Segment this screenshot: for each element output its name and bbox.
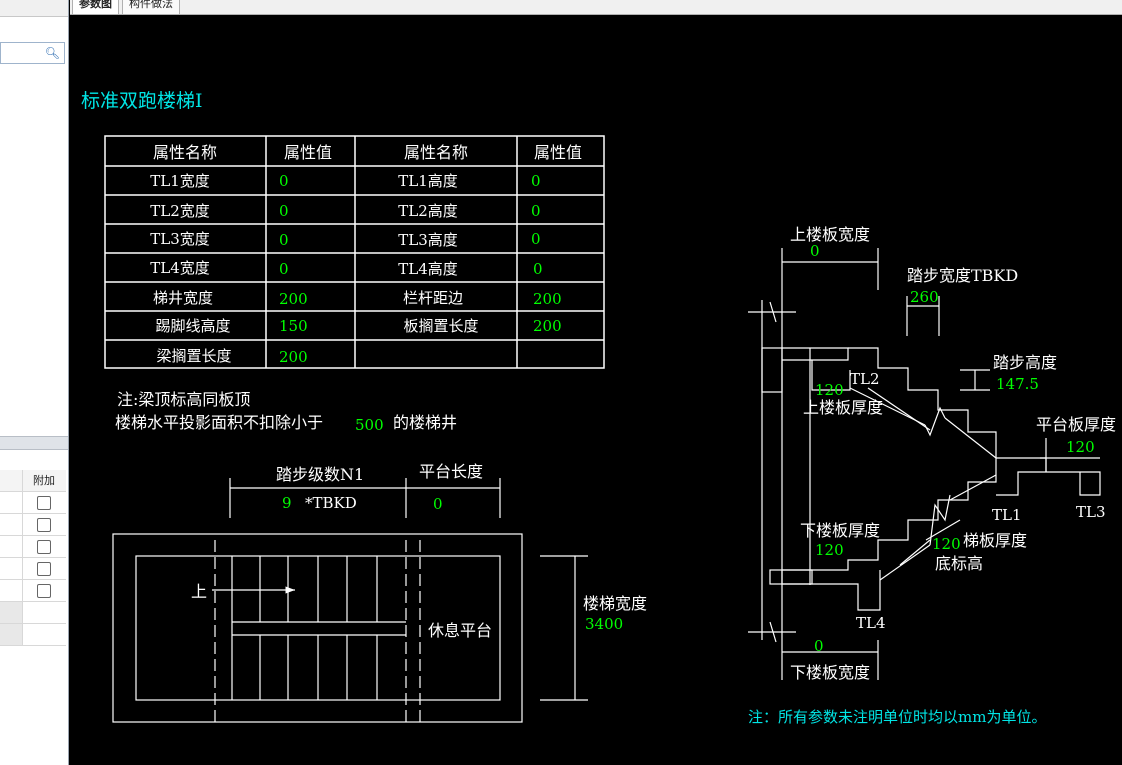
table-cell-value[interactable]: 200 — [533, 290, 562, 308]
platform-length-label: 平台长度 — [419, 462, 483, 481]
stair-width-label: 楼梯宽度 — [583, 594, 647, 613]
table-cell-name: TL4宽度 — [150, 259, 210, 277]
tl1-label: TL1 — [992, 506, 1022, 524]
left-toolbar-strip — [0, 0, 68, 17]
table-cell-name: TL3宽度 — [150, 230, 210, 248]
grid-row — [0, 580, 66, 602]
unit-note: 注：所有参数未注明单位时均以mm为单位。 — [748, 708, 1046, 726]
table-cell-value[interactable]: 0 — [279, 202, 289, 220]
upper-slab-thickness-value[interactable]: 120 — [815, 381, 844, 399]
table-cell-name: 梯井宽度 — [153, 289, 213, 307]
grid-row — [0, 492, 66, 514]
table-cell-value[interactable]: 0 — [533, 260, 543, 278]
section-labels: 上楼板宽度 0 踏步宽度TBKD 260 踏步高度 147.5 平台板厚度 12… — [790, 225, 1116, 682]
tl2-label: TL2 — [850, 370, 880, 388]
lower-slab-thickness-value[interactable]: 120 — [815, 541, 844, 559]
checkbox[interactable] — [37, 540, 51, 554]
steps-label: 踏步级数N1 — [276, 465, 364, 484]
checkbox[interactable] — [37, 562, 51, 576]
stair-section-view — [748, 248, 1101, 680]
steps-value[interactable]: 9 — [282, 494, 292, 512]
rest-platform-label: 休息平台 — [428, 621, 492, 640]
property-grid: 附加 — [0, 470, 66, 646]
table-cell-value[interactable]: 0 — [279, 260, 289, 278]
table-cell-value[interactable]: 0 — [531, 202, 541, 220]
grid-row — [0, 558, 66, 580]
table-cell-value[interactable]: 0 — [531, 172, 541, 190]
panel-splitter[interactable] — [0, 436, 68, 450]
header-attr-value-1: 属性值 — [284, 143, 332, 162]
checkbox[interactable] — [37, 584, 51, 598]
table-cell-value[interactable]: 200 — [279, 348, 308, 366]
header-attr-name-1: 属性名称 — [153, 143, 217, 162]
tl4-label: TL4 — [856, 614, 886, 632]
platform-length-value[interactable]: 0 — [433, 495, 443, 513]
table-cell-name: TL4高度 — [398, 260, 458, 278]
lower-slab-width-label: 下楼板宽度 — [790, 663, 870, 682]
stair-plan-view — [112, 478, 588, 723]
tab-component-method[interactable]: 构件做法 — [122, 0, 180, 15]
stair-slab-thickness-label: 梯板厚度 — [963, 531, 1027, 550]
platform-thickness-label: 平台板厚度 — [1036, 415, 1116, 434]
tl3-label: TL3 — [1076, 503, 1106, 521]
table-headers: 属性名称 属性值 属性名称 属性值 — [153, 143, 582, 162]
note-projection-value[interactable]: 500 — [355, 416, 384, 434]
table-cell-value[interactable]: 150 — [279, 317, 308, 335]
tab-bar: 参数图 构件做法 — [70, 0, 1122, 15]
grid-row — [0, 536, 66, 558]
lower-slab-width-value[interactable]: 0 — [814, 637, 824, 655]
note-projection-suffix: 的楼梯井 — [393, 413, 457, 432]
up-label: 上 — [191, 582, 207, 601]
table-cell-value[interactable]: 200 — [533, 317, 562, 335]
table-body: TL1宽度 0 TL1高度 0 TL2宽度 0 TL2高度 0 TL3宽度 0 … — [150, 172, 561, 366]
grid-row — [0, 624, 66, 646]
riser-height-value[interactable]: 147.5 — [996, 375, 1039, 393]
upper-slab-thickness-label: 上楼板厚度 — [803, 398, 883, 417]
stair-slab-thickness-value[interactable]: 120 — [932, 535, 961, 553]
checkbox[interactable] — [37, 496, 51, 510]
table-cell-name: TL2高度 — [398, 202, 458, 220]
table-cell-value[interactable]: 0 — [279, 172, 289, 190]
plan-labels: 踏步级数N1 9 *TBKD 平台长度 0 上 休息平台 楼梯宽度 3400 — [191, 462, 647, 640]
search-icon[interactable]: 🔍︎ — [44, 46, 60, 60]
stair-drawing: 标准双跑楼梯Ⅰ 属性名称 属性值 属性名称 属性值 TL1宽度 0 TL1高度 … — [81, 90, 1116, 726]
riser-height-label: 踏步高度 — [993, 353, 1057, 372]
grid-row — [0, 602, 66, 624]
table-cell-name: TL3高度 — [398, 231, 458, 249]
grid-row — [0, 514, 66, 536]
grid-header-row: 附加 — [0, 470, 66, 492]
table-cell-name: TL1宽度 — [150, 172, 210, 190]
header-attr-value-2: 属性值 — [534, 143, 582, 162]
note-projection-prefix: 楼梯水平投影面积不扣除小于 — [115, 413, 323, 432]
checkbox[interactable] — [37, 518, 51, 532]
col-additional-header: 附加 — [33, 474, 55, 487]
table-cell-value[interactable]: 0 — [531, 230, 541, 248]
search-input[interactable]: 🔍︎ — [0, 42, 65, 64]
table-cell-name: 踢脚线高度 — [155, 317, 230, 335]
table-cell-name: TL2宽度 — [150, 202, 210, 220]
header-attr-name-2: 属性名称 — [404, 143, 468, 162]
table-cell-name: 板搁置长度 — [403, 317, 478, 335]
left-panel: 🔍︎ 附加 — [0, 0, 69, 765]
tread-width-value[interactable]: 260 — [910, 288, 939, 306]
table-cell-value[interactable]: 200 — [279, 290, 308, 308]
table-cell-name: 梁搁置长度 — [156, 347, 231, 365]
stair-width-value[interactable]: 3400 — [585, 615, 623, 633]
table-cell-name: TL1高度 — [398, 172, 458, 190]
platform-thickness-value[interactable]: 120 — [1066, 438, 1095, 456]
table-cell-value[interactable]: 0 — [279, 231, 289, 249]
property-table — [104, 135, 605, 369]
upper-slab-width-label: 上楼板宽度 — [790, 225, 870, 244]
bottom-elevation-label: 底标高 — [935, 554, 983, 573]
upper-slab-width-value[interactable]: 0 — [810, 242, 820, 260]
steps-unit: *TBKD — [305, 494, 357, 512]
parameter-diagram-canvas: 标准双跑楼梯Ⅰ 属性名称 属性值 属性名称 属性值 TL1宽度 0 TL1高度 … — [70, 15, 1122, 765]
table-cell-name: 栏杆距边 — [403, 289, 463, 307]
tread-width-label: 踏步宽度TBKD — [907, 266, 1018, 285]
note-beam-top: 注:梁顶标高同板顶 — [117, 390, 250, 409]
lower-slab-thickness-label: 下楼板厚度 — [800, 521, 880, 540]
tab-parameter-diagram[interactable]: 参数图 — [72, 0, 119, 15]
drawing-title: 标准双跑楼梯Ⅰ — [81, 90, 203, 112]
